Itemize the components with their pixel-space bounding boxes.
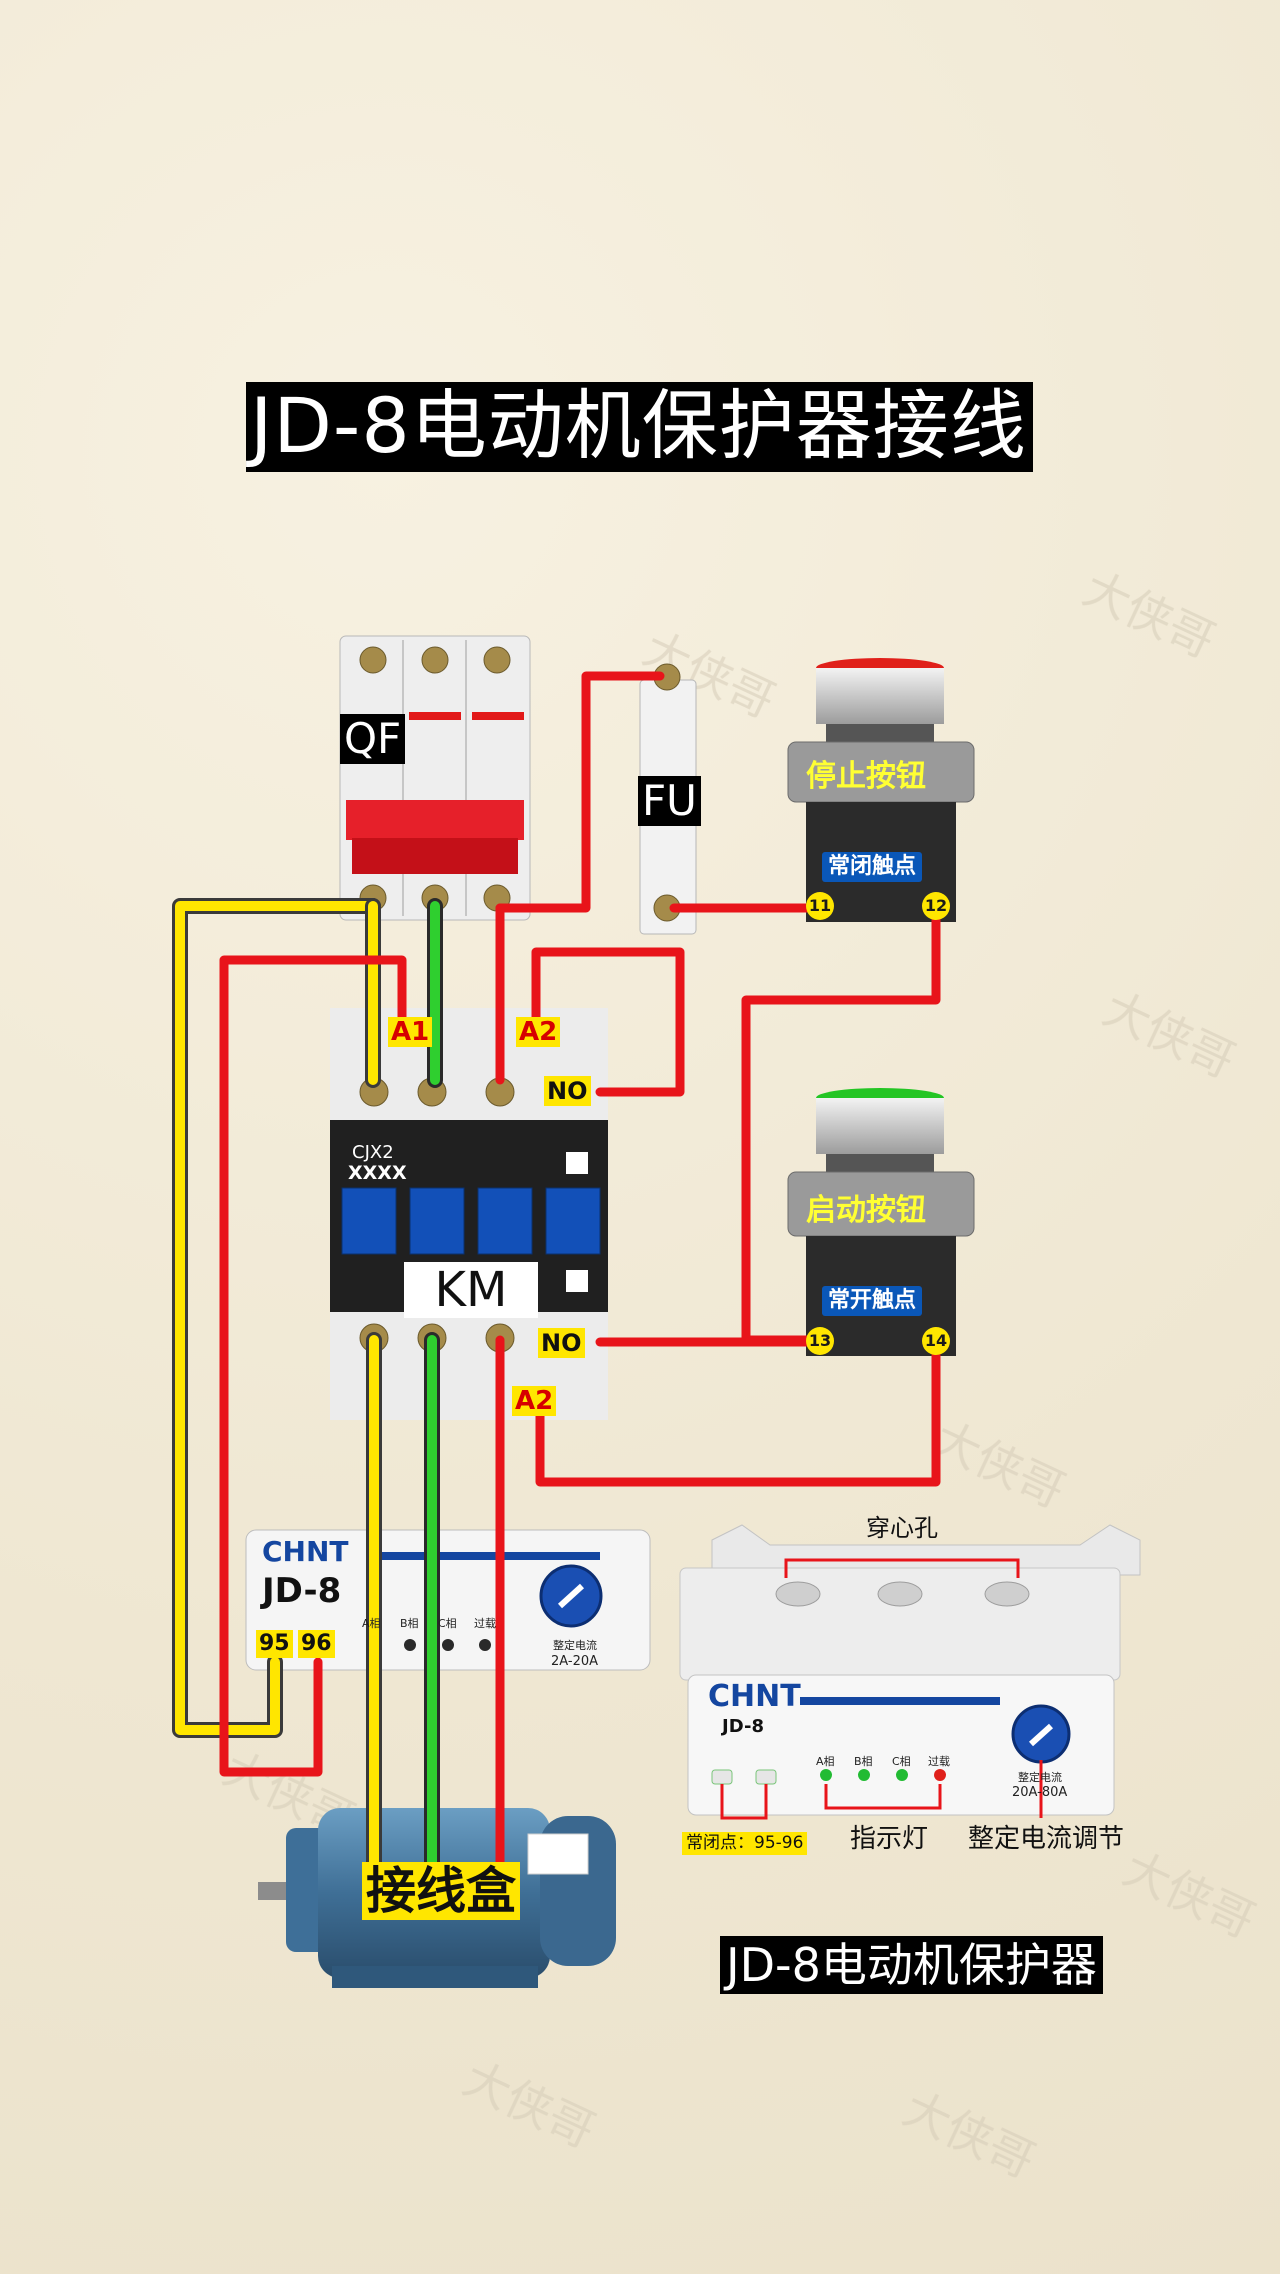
large-phase-a-label: A相 [816,1755,835,1768]
km-label: KM [404,1262,538,1318]
watermark: 大侠哥 [1075,561,1223,668]
protector-large-model: JD-8 [722,1716,764,1737]
contactor-code: XXXX [348,1162,407,1184]
no-top-label: NO [544,1076,591,1106]
current-adjust-label: 整定电流调节 [968,1824,1125,1854]
terminal-11: 11 [806,892,834,920]
indicator-label: 指示灯 [850,1824,929,1854]
circuit-breaker-qf [339,635,531,921]
watermark: 大侠哥 [1115,1841,1263,1948]
protector-jd8-large [679,1524,1141,1820]
watermark: 大侠哥 [895,2081,1043,2188]
a2-top-label: A2 [516,1017,561,1047]
no-contact-label: 常开触点 [822,1286,923,1316]
overload-label: 过载 [474,1617,496,1630]
no-bottom-label: NO [538,1328,585,1358]
bottom-title: JD-8电动机保护器 [720,1936,1103,1994]
watermark: 大侠哥 [455,2051,603,2158]
a1-label: A1 [388,1017,433,1047]
large-overload-label: 过载 [928,1755,950,1768]
watermark: 大侠哥 [1095,981,1243,1088]
fu-label: FU [638,776,701,826]
current-setting-label: 整定电流 [553,1639,597,1652]
wires [172,671,941,1896]
page-title: JD-8电动机保护器接线 [246,382,1033,472]
terminal-96: 96 [298,1630,335,1658]
phase-b-label: B相 [400,1617,419,1630]
large-phase-c-label: C相 [892,1755,911,1768]
protector-brand: CHNT [262,1535,349,1568]
watermark: 大侠哥 [925,1411,1073,1518]
terminal-12: 12 [922,892,950,920]
large-current-range-label: 20A-80A [1012,1785,1068,1800]
large-current-setting-label: 整定电流 [1018,1771,1062,1784]
qf-label: QF [340,714,406,764]
current-range-label: 2A-20A [551,1654,599,1669]
protector-large-brand: CHNT [708,1679,801,1714]
terminal-13: 13 [806,1327,834,1355]
phase-c-label: C相 [438,1617,457,1630]
start-button-label: 启动按钮 [806,1193,926,1228]
large-phase-b-label: B相 [854,1755,873,1768]
phase-a-label: A相 [362,1617,381,1630]
junction-box-label: 接线盒 [362,1862,520,1920]
through-hole-label: 穿心孔 [866,1514,938,1542]
terminal-14: 14 [922,1327,950,1355]
a2-bottom-label: A2 [512,1386,557,1416]
stop-button-label: 停止按钮 [806,759,926,794]
contactor-model: CJX2 [352,1142,394,1163]
nc-points-label: 常闭点：95-96 [682,1832,808,1855]
nc-contact-label: 常闭触点 [822,852,923,882]
contactor-km [330,1008,608,1420]
terminal-95: 95 [256,1630,293,1658]
protector-model: JD-8 [262,1571,342,1611]
